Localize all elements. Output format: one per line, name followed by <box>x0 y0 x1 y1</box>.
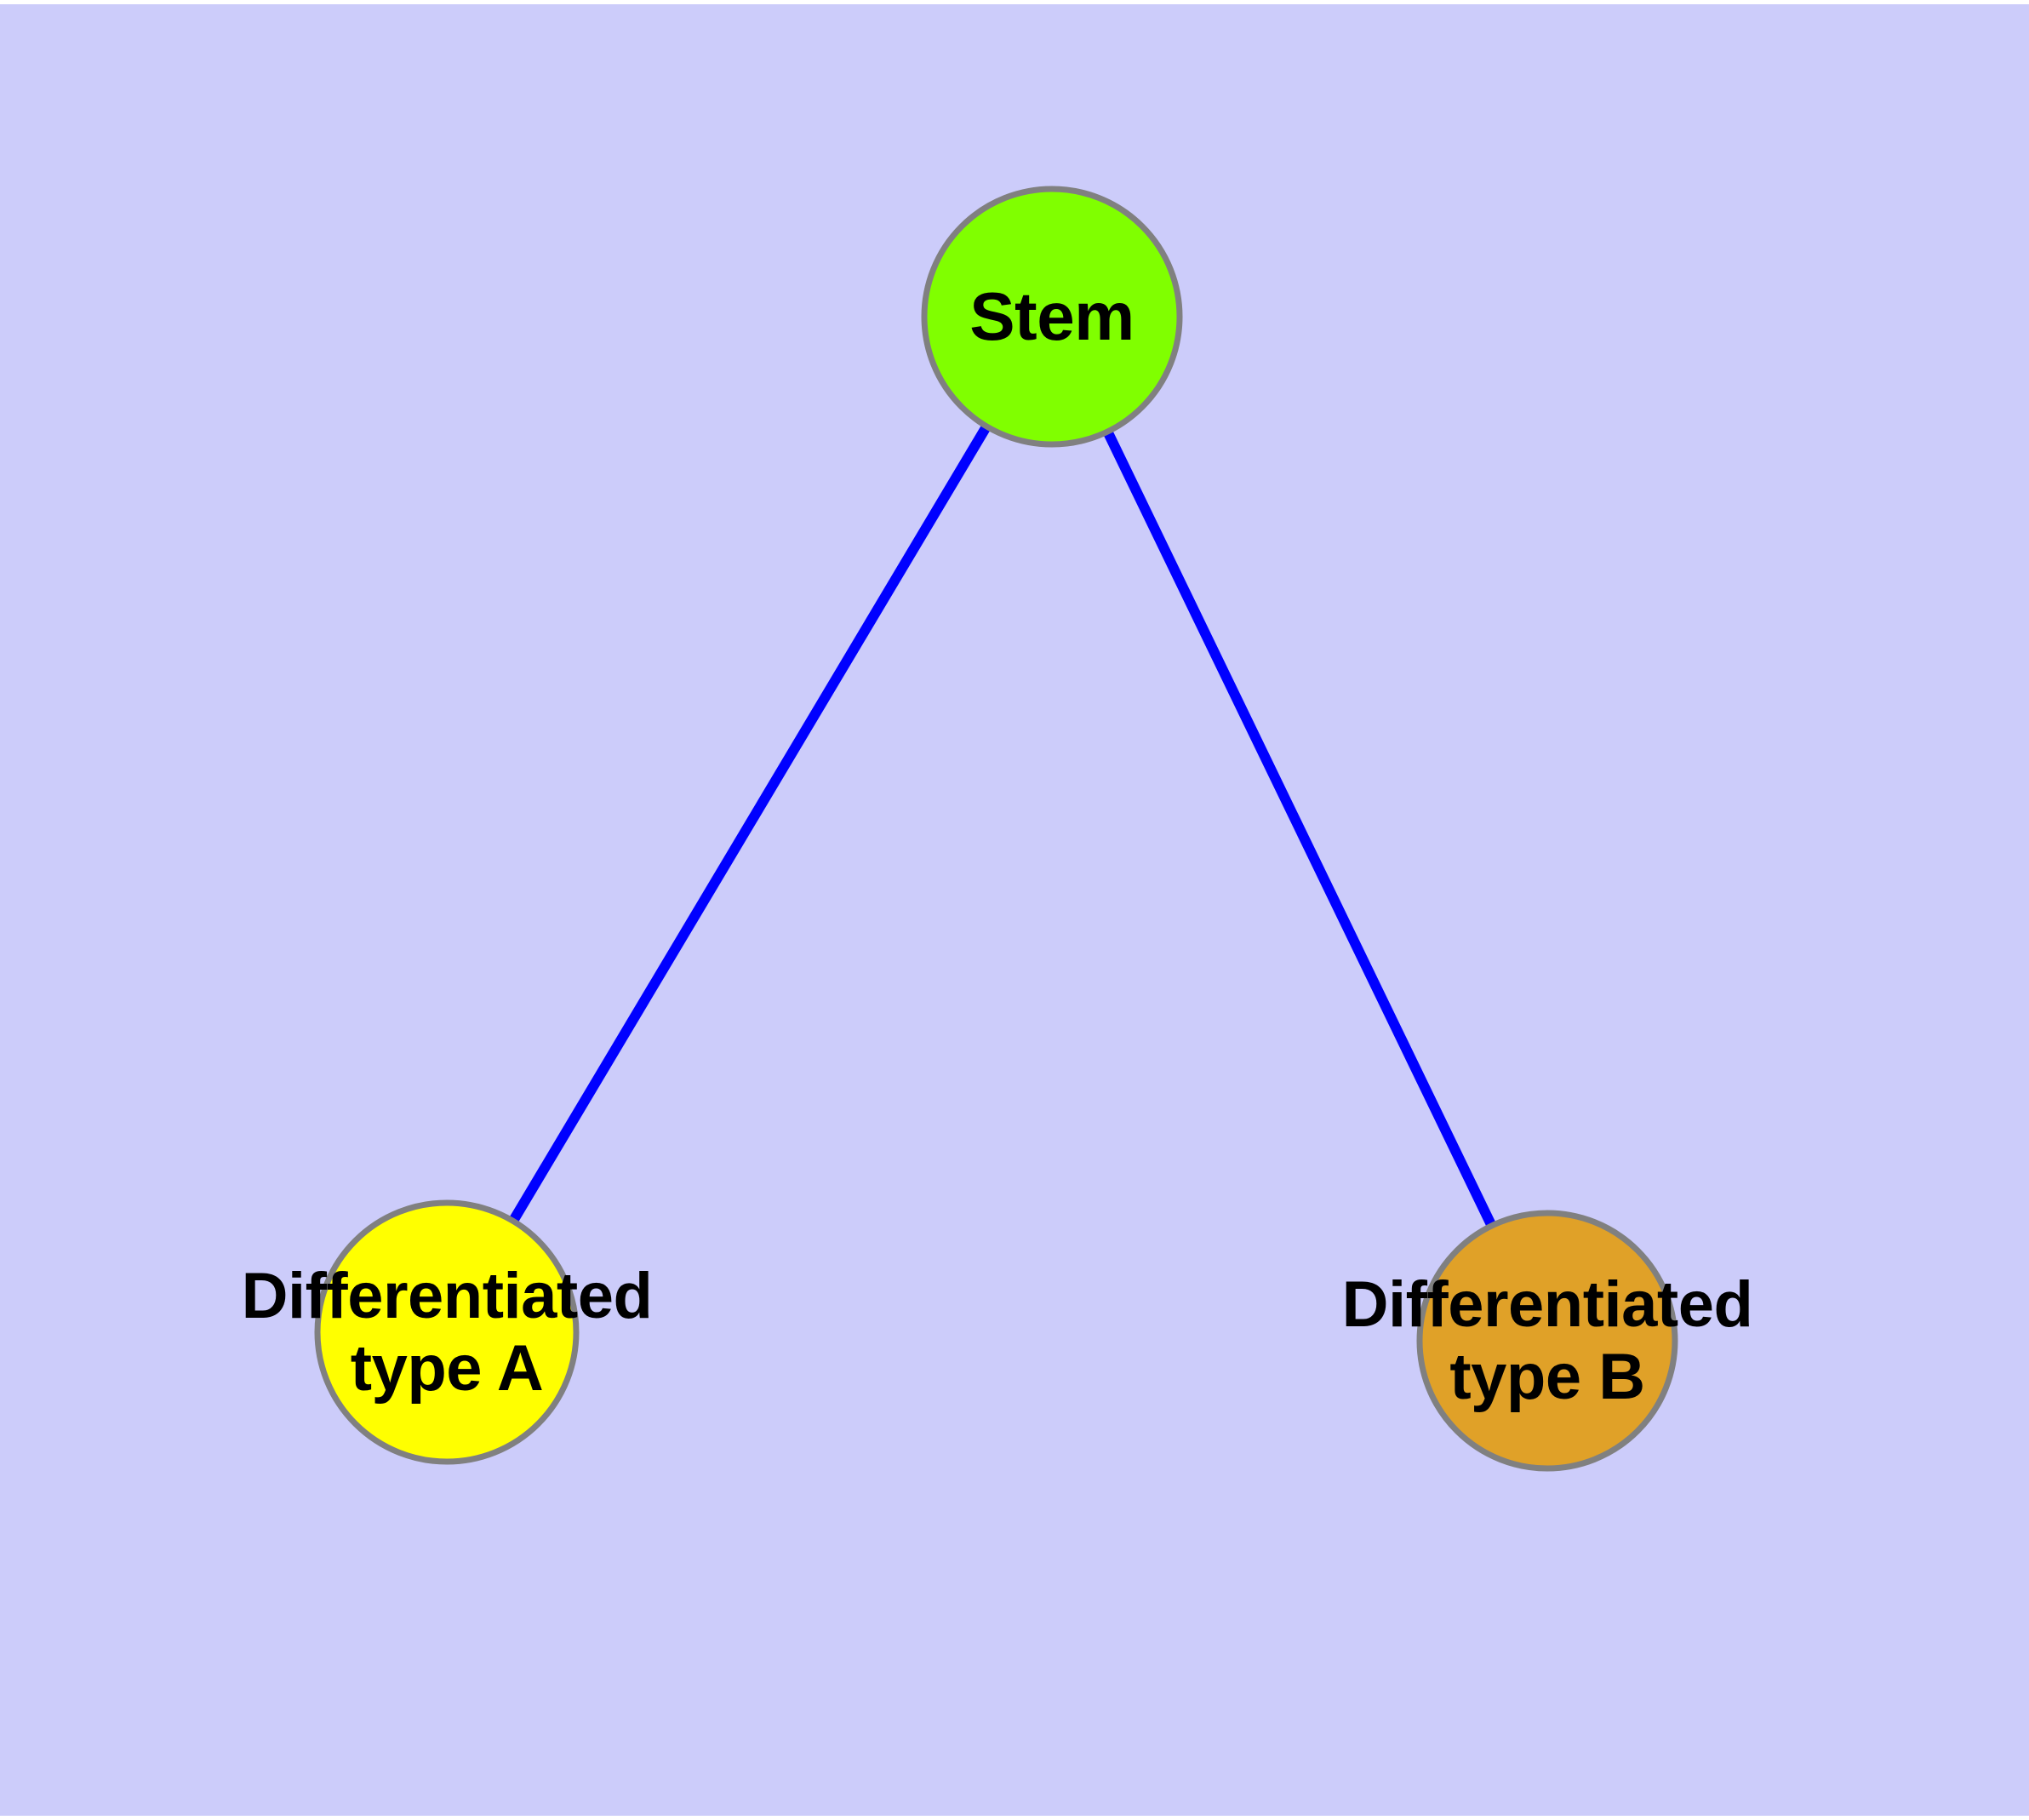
graph-edge[interactable] <box>442 313 1057 1336</box>
graph-edge[interactable] <box>1047 314 1552 1343</box>
graph-node-stem[interactable] <box>921 186 1183 448</box>
nodes-group <box>314 186 1678 1472</box>
edges-group <box>442 313 1552 1343</box>
graph-node-diff_b[interactable] <box>1416 1210 1678 1472</box>
graph-node-diff_a[interactable] <box>314 1199 580 1465</box>
